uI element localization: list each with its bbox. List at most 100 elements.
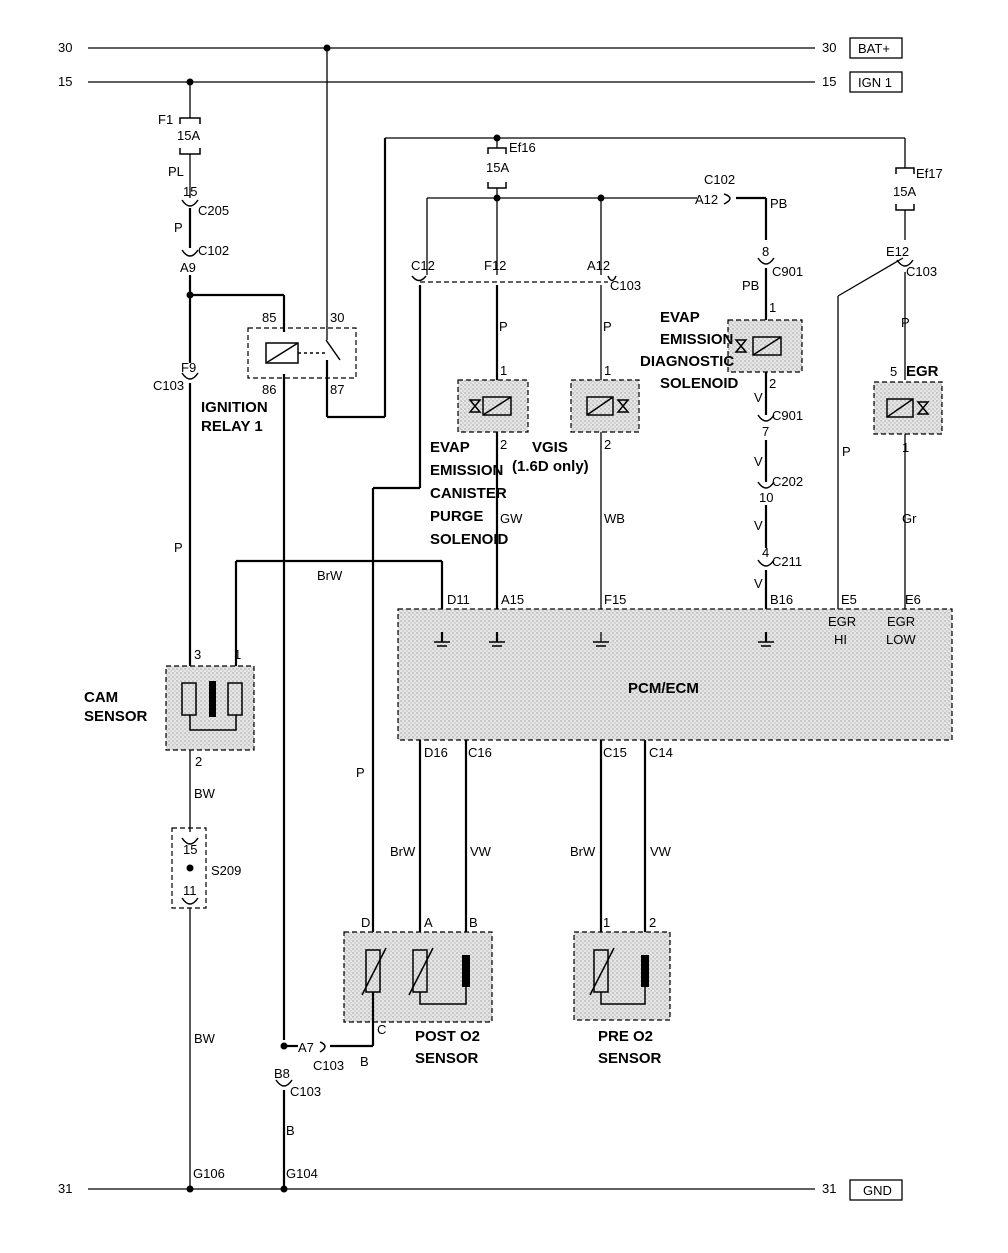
post-pin-b: B (469, 915, 478, 930)
wire-bw-1: BW (194, 786, 216, 801)
pin-f9: F9 (181, 360, 196, 375)
pin-e12: E12 (886, 244, 909, 259)
ign-rail-left-number: 15 (58, 74, 72, 89)
ef16-label: Ef16 (509, 140, 536, 155)
diag-label-4: SOLENOID (660, 375, 739, 392)
egr-pin-5: 5 (890, 364, 897, 379)
cam-pin-3: 3 (194, 647, 201, 662)
ef17-rating: 15A (893, 184, 916, 199)
post-pin-a: A (424, 915, 433, 930)
vgis-label-1: VGIS (532, 439, 568, 456)
post-o2-label-2: SENSOR (415, 1050, 479, 1067)
c205-label: C205 (198, 203, 229, 218)
wire-vw-post: VW (470, 844, 492, 859)
diag-label-2: EMISSION (660, 331, 733, 348)
wire-brw-cam: BrW (317, 568, 343, 583)
s209-pin-15: 15 (183, 842, 197, 857)
c202-label: C202 (772, 474, 803, 489)
vgis-pin-2: 2 (604, 437, 611, 452)
f1-label: F1 (158, 112, 173, 127)
wire-v-1: V (754, 390, 763, 405)
gnd-label: GND (863, 1183, 892, 1198)
wire-vw-pre: VW (650, 844, 672, 859)
post-o2-heater-feed: P (356, 285, 422, 942)
pin-d11: D11 (447, 592, 470, 607)
diag-label-1: EVAP (660, 309, 700, 326)
c103-label-a7: C103 (313, 1058, 344, 1073)
relay-pin-87: 87 (330, 382, 344, 397)
gnd-rail-right-number: 31 (822, 1181, 836, 1196)
purge-label-2: EMISSION (430, 462, 503, 479)
diag-label-3: DIAGNOSTIC (640, 353, 734, 370)
bat-rail-right-number: 30 (822, 40, 836, 55)
ignition-relay-1: 85 86 30 87 IGNITION RELAY 1 (201, 44, 905, 1050)
wire-p-2: P (174, 540, 183, 555)
ign-label: IGN 1 (858, 75, 892, 90)
wire-brw-pre: BrW (570, 844, 596, 859)
ef16-fuse: Ef16 15A (486, 134, 536, 202)
pin-d16: D16 (424, 745, 448, 760)
pin-e5: E5 (841, 592, 857, 607)
wire-gr: Gr (902, 511, 917, 526)
ef16-distribution: A12 C102 PB (426, 172, 787, 275)
ign-rail: 15 15 IGN 1 (58, 71, 903, 93)
c102-label-left: C102 (198, 243, 229, 258)
wire-wb: WB (604, 511, 625, 526)
bat-rail: 30 30 BAT+ (58, 37, 903, 59)
wire-b-post-o2: B (360, 1054, 369, 1069)
wire-p-egr-hi: P (842, 444, 851, 459)
post-pin-d: D (361, 915, 370, 930)
s209-pin-11: 11 (183, 883, 197, 898)
g106-label: G106 (193, 1166, 225, 1181)
c103-label-f9: C103 (153, 378, 184, 393)
post-o2-label-1: POST O2 (415, 1028, 480, 1045)
pcm-label: PCM/ECM (628, 680, 699, 697)
purge-label-4: PURGE (430, 508, 483, 525)
pre-pin-2: 2 (649, 915, 656, 930)
diag-pin-4: 4 (762, 545, 769, 560)
ignition-relay-label-1: IGNITION (201, 399, 268, 416)
f1-rating: 15A (177, 128, 200, 143)
wire-brw-post: BrW (390, 844, 416, 859)
wire-b-gnd: B (286, 1123, 295, 1138)
diag-pin-2: 2 (769, 376, 776, 391)
purge-pin-2: 2 (500, 437, 507, 452)
pre-o2-sensor: BrW VW 1 2 PRE O2 SENSOR (570, 740, 672, 1067)
wire-gw: GW (500, 511, 523, 526)
s209-label: S209 (211, 863, 241, 878)
cam-pin-2: 2 (195, 754, 202, 769)
post-o2-sensor: BrW VW D A B C POST O2 SENSOR (343, 740, 493, 1067)
egr-hi-label-1: EGR (828, 614, 856, 629)
cam-sensor-feed-circuit: F1 15A PL 15 C205 P C102 A9 F9 C103 P (153, 78, 286, 668)
cam-label-2: SENSOR (84, 708, 148, 725)
ignition-relay-label-2: RELAY 1 (201, 418, 263, 435)
c901-label-top: C901 (772, 264, 803, 279)
bat-rail-left-number: 30 (58, 40, 72, 55)
relay-pin-85: 85 (262, 310, 276, 325)
relay-pin-30: 30 (330, 310, 344, 325)
wire-pl: PL (168, 164, 184, 179)
pin-f15: F15 (604, 592, 626, 607)
bat-label: BAT+ (858, 41, 890, 56)
pin-b16: B16 (770, 592, 793, 607)
purge-label-1: EVAP (430, 439, 470, 456)
relay-pin-86: 86 (262, 382, 276, 397)
wire-p-1: P (174, 220, 183, 235)
pin-c15: C15 (603, 745, 627, 760)
c103-label-b8: C103 (290, 1084, 321, 1099)
pin-15: 15 (183, 184, 197, 199)
egr-label: EGR (906, 363, 939, 380)
pin-a7: A7 (298, 1040, 314, 1055)
gnd-rail: 31 31 GND (58, 1179, 903, 1201)
ef17-label: Ef17 (916, 166, 943, 181)
vgis-label-2: (1.6D only) (512, 458, 589, 475)
cam-pin-1: 1 (234, 647, 241, 662)
wire-p-vgis: P (603, 319, 612, 334)
wire-pb-1: PB (770, 196, 787, 211)
wire-bw-2: BW (194, 1031, 216, 1046)
cam-signal-wire: BrW (234, 559, 444, 668)
s209-splice: 15 11 S209 BW G106 (171, 827, 241, 1193)
pin-c12: C12 (411, 258, 435, 273)
